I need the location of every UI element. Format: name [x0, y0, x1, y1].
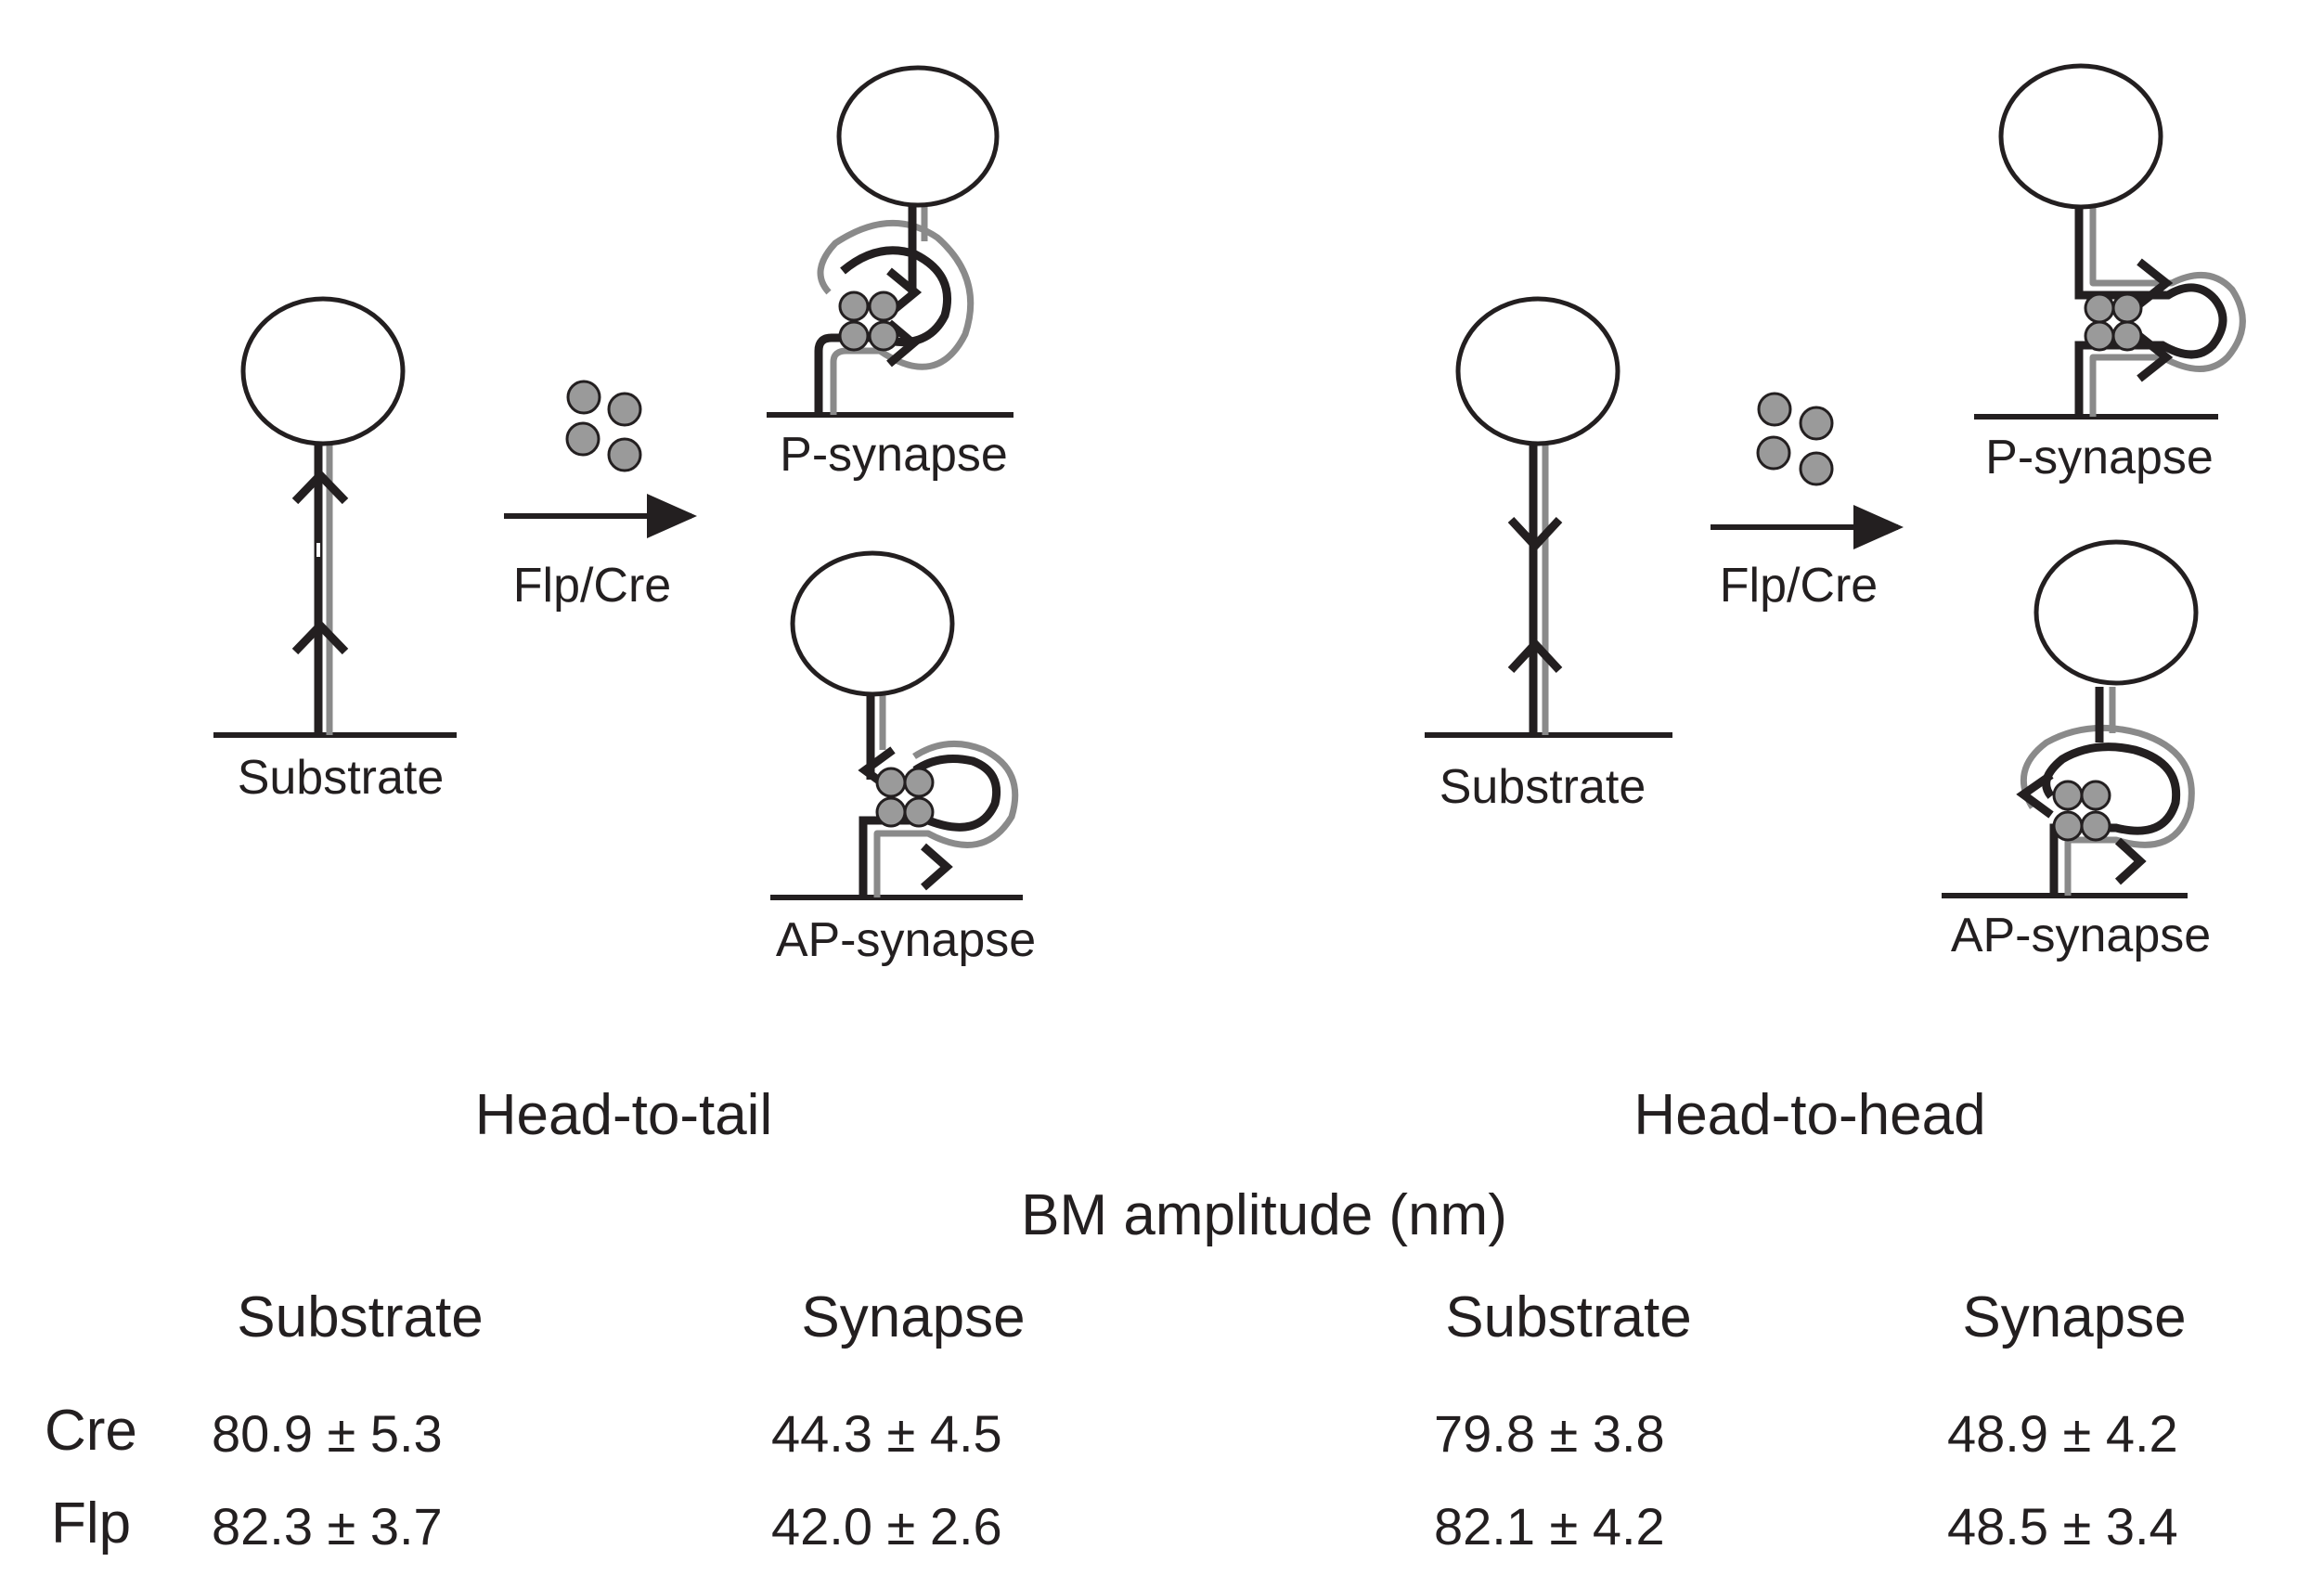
- ap-synapse-label: AP-synapse: [776, 913, 1036, 967]
- dna-loop-gray: [873, 740, 1019, 897]
- head-to-tail-caption: Head-to-tail: [475, 1083, 772, 1147]
- bead: [1998, 63, 2163, 210]
- p-synapse-right: P-synapse: [1974, 63, 2246, 484]
- recombinase-protein: [2080, 810, 2111, 842]
- recombinase-protein: [838, 290, 870, 322]
- p-synapse-label: P-synapse: [780, 428, 1008, 482]
- table-cell: 48.9 ± 4.2: [1947, 1404, 2178, 1463]
- recombinase-protein: [875, 767, 907, 798]
- bead: [836, 65, 1000, 208]
- reaction-right: Flp/Cre: [1711, 392, 1904, 613]
- head-to-head-panel: Substrate Flp/Cre P-synapse: [1425, 63, 2246, 1147]
- row-label: Cre: [45, 1399, 137, 1463]
- dna-loop-gray: [2089, 206, 2246, 417]
- dna-loop-black: [814, 246, 952, 415]
- ap-synapse-left: AP-synapse: [770, 550, 1036, 967]
- recombinase-protein: [2084, 292, 2115, 324]
- dna-loop-black: [2042, 742, 2181, 896]
- loxp-site-arrow: [291, 619, 349, 655]
- substrate-tether-left: Substrate: [213, 296, 457, 805]
- recombinase-protein: [868, 290, 899, 322]
- loxp-site-arrow: [1507, 638, 1563, 674]
- reaction-left: Flp/Cre: [504, 380, 697, 613]
- loxp-site-arrow: [1507, 516, 1563, 552]
- substrate-label: Substrate: [1440, 760, 1646, 814]
- recombinase-protein: [2084, 320, 2115, 352]
- table-cell: 48.5 ± 3.4: [1947, 1497, 2178, 1556]
- flp-cre-label: Flp/Cre: [513, 559, 671, 613]
- table-cell: 79.8 ± 3.8: [1434, 1404, 1665, 1463]
- column-header: Substrate: [237, 1285, 483, 1349]
- recombinase-protein: [607, 437, 642, 472]
- table-cell: 82.1 ± 4.2: [1434, 1497, 1665, 1556]
- dna-loop-gray: [2020, 724, 2195, 896]
- bead: [1455, 296, 1620, 446]
- ap-synapse-right: AP-synapse: [1942, 539, 2211, 962]
- recombinase-protein: [875, 796, 907, 828]
- table-cell: 42.0 ± 2.6: [771, 1497, 1002, 1556]
- site-arrow: [2137, 332, 2174, 382]
- head-to-head-caption: Head-to-head: [1633, 1083, 1985, 1147]
- column-header: Substrate: [1445, 1285, 1691, 1349]
- recombinase-protein: [903, 767, 935, 798]
- site-arrow: [2114, 837, 2147, 885]
- bead: [240, 296, 406, 446]
- recombinase-protein: [1756, 435, 1791, 471]
- dna-loop-black: [2074, 206, 2227, 417]
- ap-synapse-label: AP-synapse: [1951, 909, 2211, 962]
- recombinase-protein: [1757, 392, 1792, 427]
- dna-loop-gray: [817, 220, 975, 415]
- column-header: Synapse: [1962, 1285, 2186, 1349]
- recombinase-protein: [2080, 780, 2111, 811]
- p-synapse-label: P-synapse: [1985, 431, 2214, 484]
- p-synapse-left: P-synapse: [767, 65, 1014, 482]
- row-label: Flp: [51, 1491, 131, 1556]
- column-header: Synapse: [801, 1285, 1025, 1349]
- recombinase-protein: [838, 320, 870, 352]
- recombinase-protein: [565, 421, 600, 457]
- table-title: BM amplitude (nm): [1021, 1183, 1507, 1247]
- flp-cre-label: Flp/Cre: [1720, 559, 1878, 613]
- recombinase-protein: [2111, 320, 2143, 352]
- recombinase-protein: [1799, 451, 1834, 486]
- table-cell: 80.9 ± 5.3: [212, 1404, 443, 1463]
- bead: [2034, 539, 2199, 686]
- recombinase-protein: [1799, 406, 1834, 441]
- dna-loop-black: [859, 755, 1001, 897]
- site-arrow: [921, 843, 953, 891]
- recombinase-protein: [2111, 292, 2143, 324]
- recombinase-protein: [2052, 780, 2084, 811]
- recombinase-protein: [868, 320, 899, 352]
- bead: [790, 550, 955, 697]
- recombinase-protein: [903, 796, 935, 828]
- head-to-tail-panel: Substrate Flp/Cre P-synapse: [213, 65, 1036, 1147]
- table-cell: 82.3 ± 3.7: [212, 1497, 443, 1556]
- substrate-label: Substrate: [238, 751, 445, 805]
- recombinase-protein: [2052, 810, 2084, 842]
- recombinase-protein: [566, 380, 601, 415]
- table-cell: 44.3 ± 4.5: [771, 1404, 1002, 1463]
- bm-amplitude-table: BM amplitude (nm) Substrate Synapse Subs…: [45, 1183, 2187, 1556]
- loxp-site-arrow: [291, 469, 349, 505]
- recombinase-protein: [607, 392, 642, 427]
- substrate-tether-right: Substrate: [1425, 296, 1672, 814]
- site-arrow: [2016, 771, 2054, 819]
- site-arrow: [2137, 258, 2174, 308]
